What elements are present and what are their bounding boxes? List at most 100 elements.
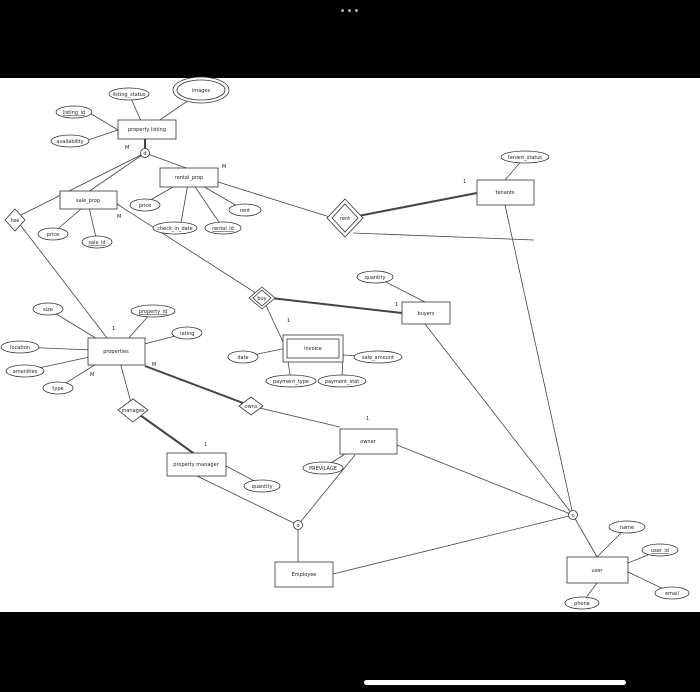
specialization-o-user[interactable]: o bbox=[568, 510, 578, 520]
attr-payment-stat[interactable]: payment_stat bbox=[317, 374, 367, 388]
attr-sale-id[interactable]: sale_id bbox=[81, 235, 113, 249]
cardinality-pm-1: 1 bbox=[204, 442, 207, 448]
relationship-owns[interactable]: owns bbox=[238, 396, 264, 416]
entity-label: buyers bbox=[417, 311, 434, 317]
relationship-label: rent bbox=[340, 216, 350, 222]
entity-label: property listing bbox=[128, 127, 166, 133]
attr-label: quantity bbox=[365, 275, 386, 281]
entity-label: owner bbox=[360, 439, 376, 445]
cardinality-props-m2: M bbox=[152, 362, 156, 368]
attr-label: name bbox=[620, 525, 634, 531]
entity-invoice[interactable]: invoice bbox=[282, 334, 344, 363]
attr-size[interactable]: size bbox=[32, 302, 64, 316]
cardinality-buyers-1: 1 bbox=[395, 302, 398, 308]
attr-rental-price[interactable]: price bbox=[129, 198, 161, 212]
specialization-d[interactable]: d bbox=[140, 148, 150, 158]
attr-label: listing_id bbox=[63, 110, 85, 116]
attr-label: sale_id bbox=[88, 240, 105, 246]
entity-property-listing[interactable]: property listing bbox=[117, 119, 177, 140]
specialization-label: d bbox=[143, 151, 146, 157]
attr-name[interactable]: name bbox=[608, 520, 646, 534]
attr-availability[interactable]: availability bbox=[50, 134, 90, 148]
attr-check-in-date[interactable]: check_in_date bbox=[152, 221, 198, 235]
entity-label: rental_prop bbox=[175, 175, 203, 181]
cardinality-rental-m: M bbox=[222, 164, 226, 170]
attr-label: phone bbox=[574, 601, 590, 607]
attr-label: PREVILAGE bbox=[309, 466, 337, 472]
attr-label: tenant_status bbox=[508, 155, 543, 161]
attr-previlage[interactable]: PREVILAGE bbox=[302, 461, 344, 475]
attr-label: sale_amount bbox=[362, 355, 394, 361]
home-indicator[interactable] bbox=[364, 680, 626, 685]
relationship-manages[interactable]: manages bbox=[117, 398, 149, 423]
attr-amenities[interactable]: amenities bbox=[5, 364, 45, 378]
relationship-label: owns bbox=[245, 404, 258, 410]
attr-label: rent bbox=[240, 208, 250, 214]
attr-images[interactable]: images bbox=[172, 76, 230, 104]
attr-rating[interactable]: rating bbox=[171, 326, 203, 340]
cardinality-tenants-1: 1 bbox=[463, 179, 466, 185]
attr-label: date bbox=[237, 355, 248, 361]
relationship-rent[interactable]: rent bbox=[326, 198, 364, 238]
entity-buyers[interactable]: buyers bbox=[401, 301, 451, 325]
attr-phone[interactable]: phone bbox=[564, 596, 600, 610]
attr-label: user_id bbox=[651, 548, 669, 554]
attr-quantity-buy[interactable]: quantity bbox=[356, 270, 394, 284]
relationship-label: buy bbox=[257, 296, 266, 302]
attr-rent[interactable]: rent bbox=[228, 203, 262, 217]
window-dots: ••• bbox=[339, 6, 361, 17]
cardinality-props-1: 1 bbox=[112, 326, 115, 332]
relationship-buy[interactable]: buy bbox=[248, 286, 276, 310]
entity-label: invoice bbox=[304, 346, 322, 352]
entity-user[interactable]: user bbox=[566, 556, 629, 584]
attr-label: check_in_date bbox=[157, 226, 192, 232]
entity-property-manager[interactable]: property manager bbox=[166, 452, 227, 477]
attr-label: availability bbox=[56, 139, 83, 145]
attr-sale-amount[interactable]: sale_amount bbox=[353, 350, 403, 364]
cardinality-pl-m: M bbox=[125, 145, 129, 151]
cardinality-labels: M M M 1 1 1 M M 1 1 1 bbox=[90, 145, 466, 448]
entity-label: Employee bbox=[292, 572, 317, 578]
entity-tenants[interactable]: tenants bbox=[476, 179, 535, 206]
attr-payment-type[interactable]: payment_type bbox=[265, 374, 317, 388]
entity-employee[interactable]: Employee bbox=[274, 561, 334, 588]
attr-label: listing_status bbox=[113, 92, 146, 98]
cardinality-sale-m: M bbox=[117, 214, 121, 220]
attr-location[interactable]: location bbox=[0, 340, 40, 354]
attr-label: location bbox=[10, 345, 30, 351]
attr-sale-price[interactable]: price bbox=[37, 227, 69, 241]
entity-sale-prop[interactable]: sale_prop bbox=[59, 190, 118, 210]
entity-properties[interactable]: properties bbox=[87, 337, 146, 366]
attr-rental-id[interactable]: rental_id bbox=[204, 221, 242, 235]
attr-label: payment_type bbox=[273, 379, 309, 385]
specialization-label: o bbox=[571, 513, 574, 519]
attr-type[interactable]: type bbox=[42, 381, 74, 395]
relationship-label: manages bbox=[121, 408, 144, 414]
attr-label: type bbox=[52, 386, 63, 392]
relationship-has[interactable]: has bbox=[4, 208, 26, 232]
attr-email[interactable]: email bbox=[654, 586, 690, 600]
attr-listing-id[interactable]: listing_id bbox=[55, 105, 93, 119]
entity-rental-prop[interactable]: rental_prop bbox=[159, 167, 219, 188]
attr-label: size bbox=[43, 307, 53, 313]
entity-label: property manager bbox=[173, 462, 219, 468]
attr-label: rating bbox=[180, 331, 195, 337]
specialization-label: o bbox=[296, 523, 299, 529]
attr-label: property_id bbox=[139, 309, 167, 315]
cardinality-props-m1: M bbox=[90, 372, 94, 378]
attr-tenant-status[interactable]: tenant_status bbox=[500, 150, 550, 164]
attr-date[interactable]: date bbox=[227, 350, 259, 364]
entity-label: sale_prop bbox=[76, 198, 100, 204]
attr-label: amenities bbox=[13, 369, 38, 375]
attr-label: images bbox=[192, 88, 211, 94]
entity-owner[interactable]: owner bbox=[339, 428, 398, 455]
attr-user-id[interactable]: user_id bbox=[641, 543, 679, 557]
specialization-o-employee[interactable]: o bbox=[293, 520, 303, 530]
attr-listing-status[interactable]: listing_status bbox=[108, 87, 150, 101]
attr-label: email bbox=[665, 591, 679, 597]
relationship-label: has bbox=[11, 218, 20, 224]
attr-quantity-pm[interactable]: quantity bbox=[243, 479, 281, 493]
cardinality-owner-1: 1 bbox=[366, 416, 369, 422]
attr-property-id[interactable]: property_id bbox=[130, 304, 176, 318]
